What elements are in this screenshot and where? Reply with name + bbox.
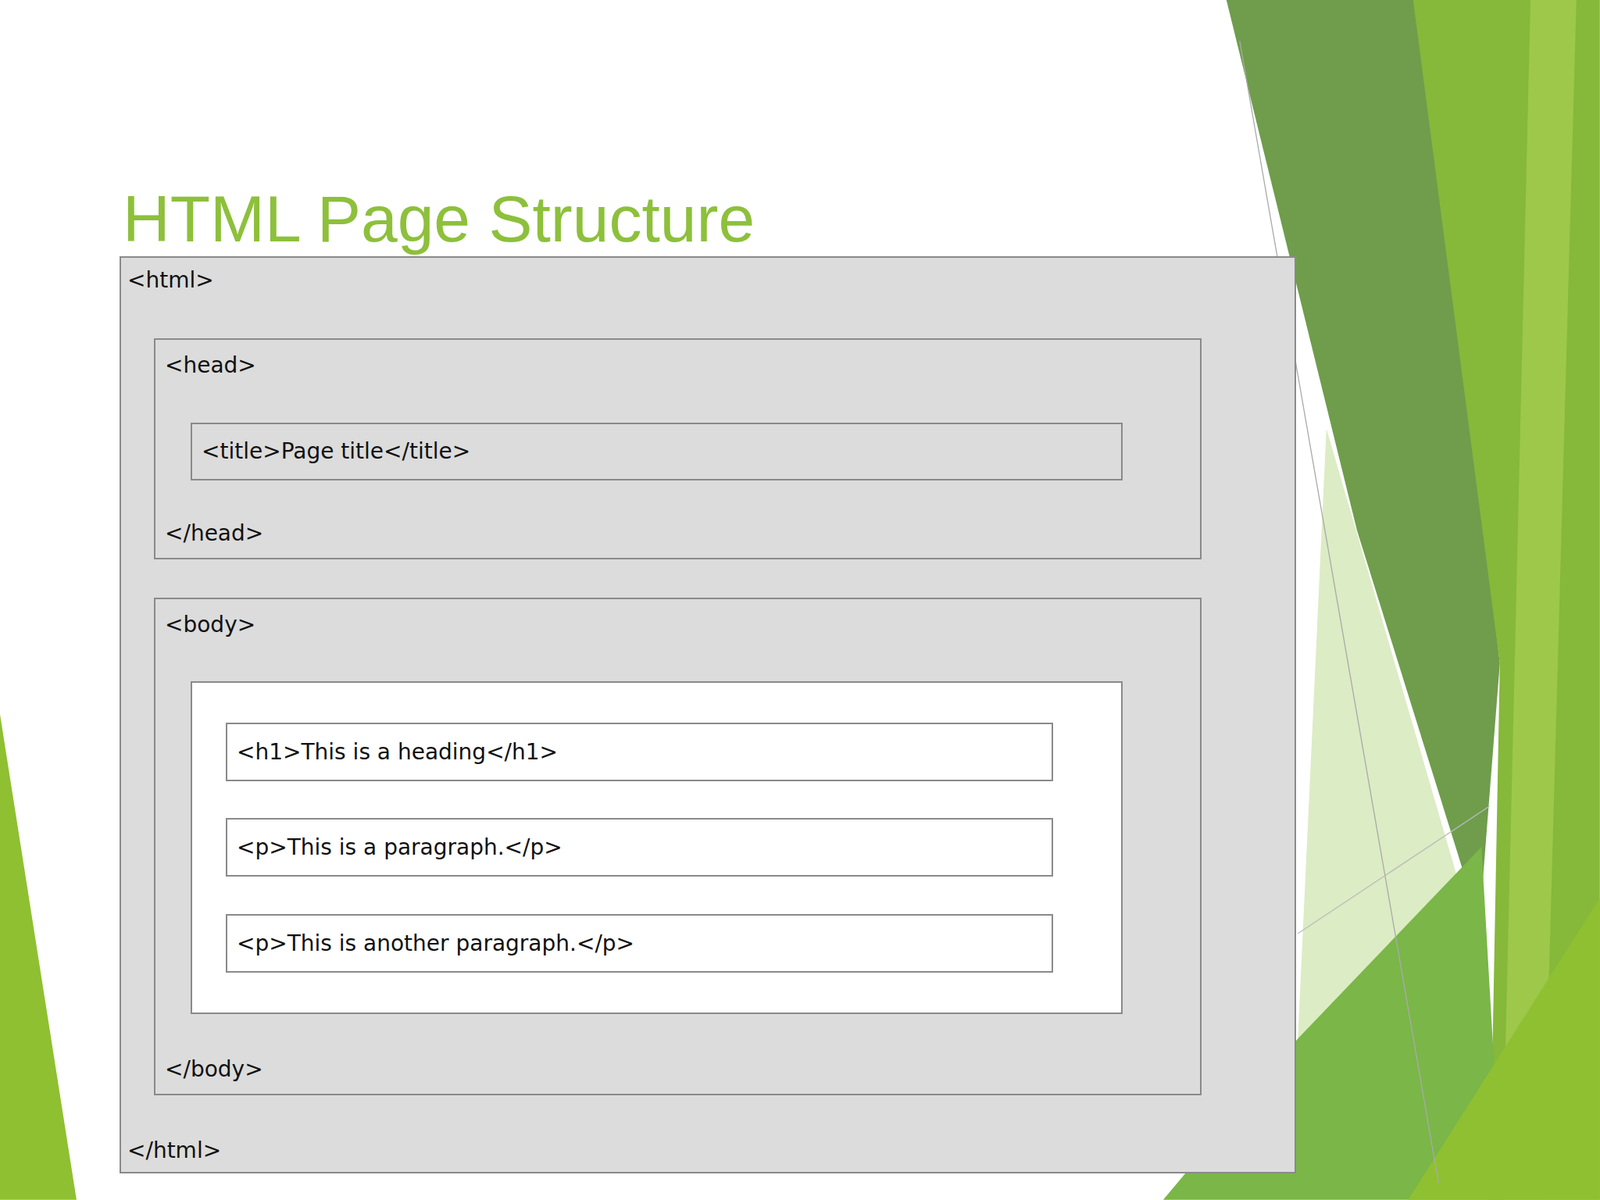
title-box: <title>Page title</title>	[190, 422, 1123, 481]
open-tag: <body>	[164, 611, 256, 639]
close-tag: </head>	[164, 520, 264, 547]
element-text: <p>This is another paragraph.</p>	[236, 930, 635, 958]
element-box: <h1>This is a heading</h1>	[225, 722, 1054, 782]
open-tag: <html>	[127, 267, 215, 294]
head-box: <head> </head> <title>Page title</title>	[153, 338, 1202, 560]
green-band	[1407, 897, 1600, 1200]
open-tag: <head>	[164, 352, 257, 379]
element-box: <p>This is another paragraph.</p>	[225, 914, 1054, 973]
close-tag: </body>	[164, 1056, 264, 1083]
slide-title: HTML Page Structure	[122, 185, 755, 252]
html-box: <html> </html> <head> </head> <title>Page ti…	[119, 256, 1297, 1174]
element-text: <title>Page title</title>	[201, 438, 471, 465]
close-tag: </html>	[127, 1137, 222, 1165]
element-box: <p>This is a paragraph.</p>	[225, 817, 1054, 877]
green-wedge	[0, 714, 77, 1200]
element-text: <p>This is a paragraph.</p>	[236, 834, 563, 861]
element-text: <h1>This is a heading</h1>	[236, 739, 558, 766]
body-box: <body> </body> <h1>This is a heading</h1> <…	[153, 597, 1202, 1096]
thin-line	[1297, 806, 1490, 934]
